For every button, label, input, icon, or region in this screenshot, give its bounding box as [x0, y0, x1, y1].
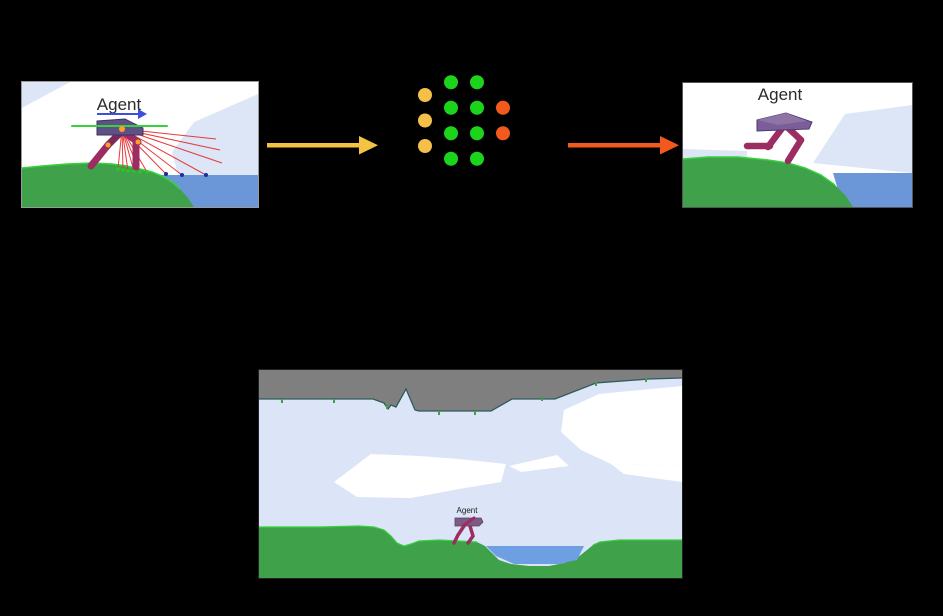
hidden2-node — [470, 126, 484, 141]
observation-scene: Agent — [22, 82, 258, 207]
hidden2-node — [470, 100, 484, 115]
ceiling-grass-tufts — [281, 378, 647, 415]
cloud — [509, 455, 569, 472]
arrow-head — [660, 136, 679, 155]
policy-network — [410, 65, 520, 177]
output-node — [496, 100, 510, 115]
lidar-water-hits — [164, 172, 208, 177]
agent-label: Agent — [457, 506, 479, 515]
terrain — [259, 526, 682, 578]
ceiling — [259, 370, 682, 411]
sky-patch — [813, 105, 912, 173]
observation-panel: Agent — [21, 81, 259, 208]
network-to-action-arrow — [566, 134, 682, 156]
terrain-edge — [259, 525, 478, 547]
ceiling-edge — [259, 377, 682, 412]
input-node — [418, 88, 432, 102]
hidden1-node — [444, 75, 458, 90]
action-scene: Agent — [683, 83, 912, 207]
sky-patch — [22, 82, 70, 108]
arrow-head — [359, 136, 378, 155]
walker-agent — [452, 516, 484, 545]
hidden2-node — [470, 75, 484, 90]
input-node — [418, 113, 432, 128]
hidden1-node — [444, 126, 458, 141]
environment-panel: Agent — [258, 369, 683, 579]
terrain — [22, 163, 194, 207]
observation-to-network-arrow — [265, 134, 381, 156]
cloud — [561, 386, 682, 466]
agent-leg — [87, 141, 112, 170]
terrain-edge — [592, 539, 682, 546]
water — [833, 173, 912, 207]
agent-hull-detail — [461, 516, 476, 528]
lidar-ground-hits — [116, 167, 149, 174]
cloud — [334, 454, 506, 498]
terrain-edge — [683, 156, 836, 186]
hidden1-node — [444, 151, 458, 166]
action-panel: Agent — [682, 82, 913, 208]
agent-label: Agent — [758, 85, 803, 104]
joint-dot — [105, 142, 111, 148]
arrow-shaft — [267, 143, 360, 148]
network-nodes — [418, 75, 510, 166]
environment-scene: Agent — [259, 370, 682, 578]
arrow-shaft — [568, 143, 661, 148]
output-node — [496, 126, 510, 141]
water-pool — [486, 546, 584, 564]
terrain — [683, 157, 853, 207]
cloud — [611, 464, 682, 482]
agent-hull-top — [757, 113, 807, 125]
heading-arrow — [97, 109, 147, 119]
input-node — [418, 139, 432, 153]
walker-agent — [71, 118, 168, 171]
agent-leg — [784, 136, 805, 165]
hidden1-node — [444, 100, 458, 115]
agent-label: Agent — [97, 95, 142, 114]
lidar-origin-dot — [119, 126, 125, 132]
agent-leg — [466, 524, 475, 545]
agent-leg — [452, 524, 466, 545]
hidden2-node — [470, 151, 484, 166]
sky-patch — [172, 94, 258, 175]
walker-agent — [743, 112, 813, 165]
joint-dot — [135, 139, 141, 145]
